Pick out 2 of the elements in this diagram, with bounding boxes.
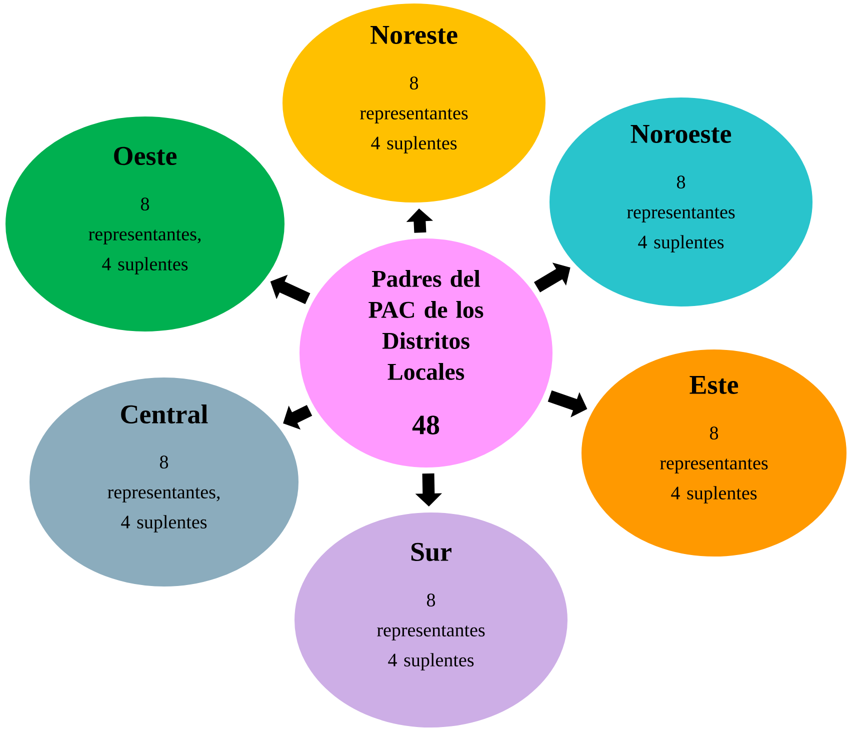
block-arrow xyxy=(534,262,570,292)
block-arrow xyxy=(283,404,312,430)
